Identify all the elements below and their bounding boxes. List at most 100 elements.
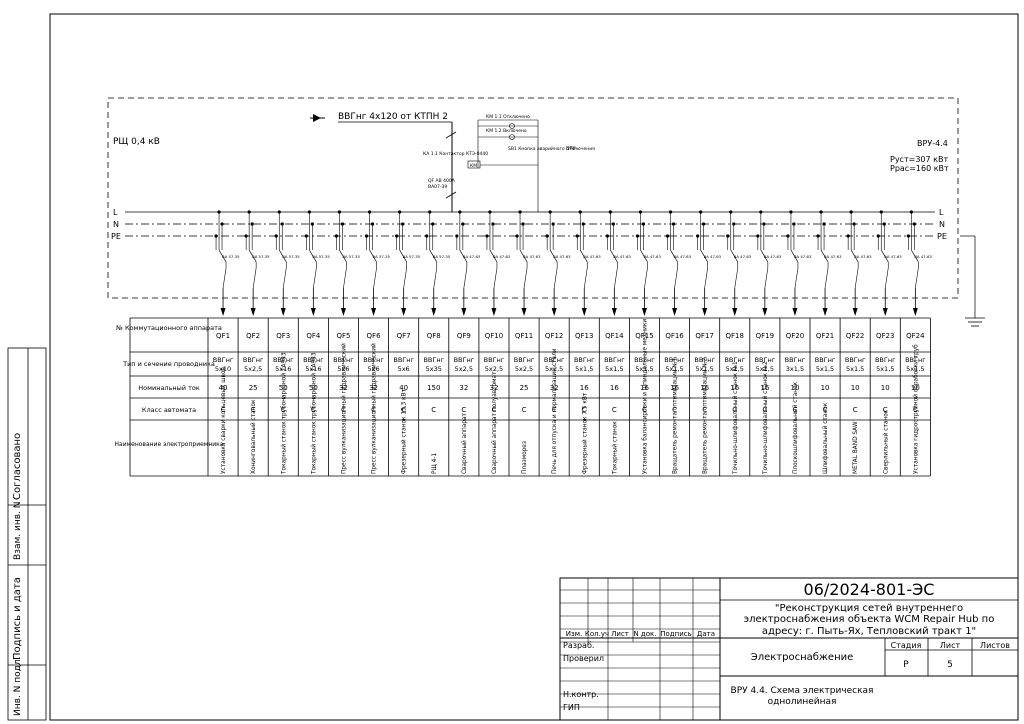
- cell-consumer: Токарный станок: [611, 421, 618, 475]
- role-gip: ГИП: [563, 703, 580, 712]
- cell-cable-type: ВВГнг: [273, 356, 294, 364]
- cell-cable-type: ВВГнг: [544, 356, 565, 364]
- stamp-podpis: Подпись и дата: [12, 577, 23, 660]
- sheet-frame: [49, 13, 1019, 721]
- cell-class: C: [762, 406, 767, 414]
- breaker-type-label: ВА 57-35: [282, 254, 300, 259]
- cell-consumer: Установка сварки кольцевых швов: [221, 367, 227, 474]
- stamp-soglasovano: Согласовано: [12, 433, 23, 500]
- cell-cable-section: 5х16: [275, 365, 291, 373]
- project-line-1: "Реконструкция сетей внутреннего: [775, 603, 963, 614]
- panel-right-label: ВРУ-4.4: [917, 139, 948, 148]
- breaker-type-label: ВА 47-63: [553, 254, 571, 259]
- stamp-vzam: Взам. инв. N: [13, 502, 23, 560]
- cell-cable-section: 5х1,5: [695, 365, 713, 373]
- cell-qf: QF13: [575, 332, 593, 340]
- cell-qf: QF16: [665, 332, 684, 340]
- bus-n-right: N: [939, 220, 945, 229]
- breaker-type-label: ВА 57-35: [312, 254, 330, 259]
- cell-consumer: Вращатель ремонта оптимизации №2: [703, 358, 709, 474]
- cell-qf: QF15: [635, 332, 653, 340]
- hdr-cable: Тип и сечение проводника: [122, 360, 215, 368]
- breaker-type-label: ВА 47-63: [794, 254, 812, 259]
- cell-cable-type: ВВГнг: [363, 356, 384, 364]
- cell-class: C: [281, 406, 286, 414]
- cell-cable-type: ВВГнг: [393, 356, 414, 364]
- cell-consumer: Пресс вулканизационный гидравлический: [340, 343, 347, 474]
- hdr-consumer: Наименование электроприемника: [115, 441, 224, 448]
- cell-qf: QF10: [485, 332, 503, 340]
- section-name: Электроснабжение: [751, 652, 854, 663]
- bus-n-left: N: [113, 220, 119, 229]
- cell-current: 16: [670, 384, 679, 392]
- cell-consumer: Сварочный аппарат полуавтомат: [491, 371, 498, 474]
- cell-cable-type: ВВГнг: [303, 356, 324, 364]
- cell-current: 16: [730, 384, 739, 392]
- cell-consumer: Токарный станок трубонарезной 1А983: [280, 352, 287, 475]
- bus-pe-right: PE: [937, 232, 947, 241]
- cell-qf: QF12: [545, 332, 563, 340]
- km-on-label: КМ 1.2 Включено: [486, 128, 527, 134]
- cell-consumer: Фрезерный станок 15,3 кВт: [401, 388, 408, 474]
- sheet-title-2: однолинейная: [768, 697, 837, 707]
- breaker-type-label: ВА 57-35: [222, 254, 240, 259]
- cell-cable-type: ВВГнг: [755, 356, 776, 364]
- cell-cable-section: 5х16: [305, 365, 321, 373]
- cell-current: 16: [760, 384, 769, 392]
- ground-icon: [960, 235, 985, 327]
- list-header: Лист: [940, 641, 961, 650]
- cell-qf: QF5: [336, 332, 350, 340]
- km-off-label: КМ 1.1 Отключено: [486, 114, 530, 120]
- cell-cable-section: 5х2,5: [515, 365, 533, 373]
- cell-cable-section: 5х1,5: [575, 365, 593, 373]
- cell-qf: QF2: [246, 332, 260, 340]
- cell-current: 16: [700, 384, 709, 392]
- breaker-type-label: ВА 57-35: [403, 254, 421, 259]
- cell-qf: QF6: [367, 332, 382, 340]
- main-breaker-label: QF АВ 400А: [428, 178, 456, 184]
- cell-current: 10: [790, 384, 799, 392]
- cell-class: C: [371, 406, 376, 414]
- breaker-type-label: ВА 47-63: [583, 254, 601, 259]
- project-line-2: электроснабжения объекта WCM Repair Hub …: [744, 614, 995, 625]
- cell-current: 50: [309, 384, 318, 392]
- title-block: 06/2024-801-ЭС "Реконструкция сетей внут…: [559, 577, 1019, 721]
- breaker-type-label: ВА 47-63: [764, 254, 782, 259]
- cell-cable-type: ВВГнг: [574, 356, 595, 364]
- cell-current: 40: [399, 384, 408, 392]
- col-izm: Изм.: [566, 630, 582, 638]
- cell-class: C: [251, 406, 256, 414]
- cell-qf: QF21: [816, 332, 834, 340]
- cell-current: 25: [249, 384, 258, 392]
- cell-cable-section: 5х10: [215, 365, 231, 373]
- stadiya-value: Р: [903, 660, 909, 670]
- col-list: Лист: [611, 630, 629, 638]
- hdr-current: Номинальный ток: [138, 384, 200, 392]
- cell-class: C: [341, 406, 346, 414]
- cell-cable-section: 5х35: [426, 365, 442, 373]
- cell-class: C: [702, 406, 707, 414]
- list-value: 5: [947, 660, 953, 670]
- bus-l-left: L: [113, 208, 118, 217]
- cell-class: C: [642, 406, 647, 414]
- cell-qf: QF17: [695, 332, 713, 340]
- cell-qf: QF1: [216, 332, 230, 340]
- calculated-power: Ррас=160 кВт: [890, 164, 949, 173]
- cell-cable-section: 5х1,5: [816, 365, 834, 373]
- stadiya-header: Стадия: [891, 641, 922, 650]
- main-breaker-type: ВА07-39: [428, 184, 447, 190]
- cell-cable-section: 5х1,5: [876, 365, 894, 373]
- breaker-type-label: ВА 47-63: [674, 254, 692, 259]
- cell-cable-type: ВВГнг: [905, 356, 926, 364]
- cell-consumer: Печь для отпуска и нормализации стали: [552, 348, 558, 474]
